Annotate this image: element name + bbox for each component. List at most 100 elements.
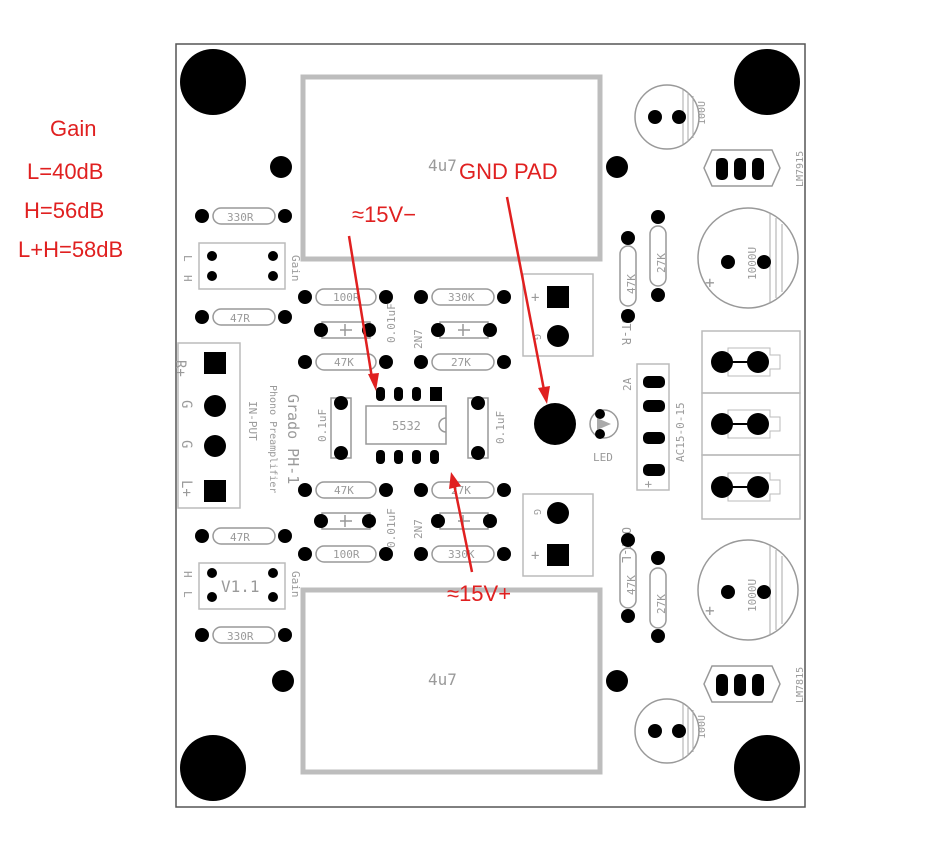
resistor-330r-top: 330R (195, 207, 292, 225)
mounting-holes (180, 49, 800, 801)
gain-h-value: H=56dB (24, 198, 105, 223)
cap-100u-top: 100U (634, 84, 708, 150)
svg-text:L: L (181, 255, 194, 262)
svg-text:27K: 27K (655, 253, 668, 273)
regulator-top: LM7915 (703, 149, 806, 187)
film-cap-bottom-label: 4u7 (428, 670, 457, 689)
output-connector-l: G + OUT-L (522, 493, 633, 577)
svg-text:+: + (531, 548, 539, 564)
resistor-27k-bottom: 27K (414, 481, 511, 499)
svg-text:27K: 27K (451, 356, 471, 369)
resistor-330r-bottom: 330R (195, 626, 292, 644)
cap-film-small-top-left (314, 321, 376, 339)
resistor-27k-right-top: 27K (649, 210, 668, 302)
film-cap-top-label: 4u7 (428, 156, 457, 175)
cap-01-left: 0.1uF (316, 396, 352, 460)
svg-text:+: + (705, 273, 715, 292)
svg-text:330R: 330R (227, 211, 254, 224)
gnd-pad-label: GND PAD (459, 159, 558, 184)
resistor-47k-bottom: 47K (298, 481, 393, 499)
svg-text:47K: 47K (334, 356, 354, 369)
cap-1000u-bottom: 1000U + (697, 539, 799, 641)
svg-text:V1.1: V1.1 (221, 577, 260, 596)
svg-text:47K: 47K (625, 575, 638, 595)
svg-text:+: + (705, 601, 715, 620)
resistor-47r-top: 47R (195, 308, 292, 326)
svg-text:L+: L+ (178, 480, 194, 497)
svg-text:LM7915: LM7915 (795, 151, 806, 187)
resistor-100r-top: 100R (298, 288, 393, 306)
svg-text:+: + (641, 481, 655, 488)
resistor-27k-top: 27K (414, 353, 511, 371)
cap-film-small-bottom-left (314, 512, 376, 530)
svg-text:G: G (531, 509, 542, 515)
svg-text:5532: 5532 (392, 419, 421, 433)
negative-rail-label: ≈15V− (352, 202, 417, 227)
svg-text:330K: 330K (448, 548, 475, 561)
svg-text:R+: R+ (172, 360, 188, 377)
svg-text:47K: 47K (334, 484, 354, 497)
annotation-arrows (347, 196, 550, 573)
svg-text:L: L (181, 591, 194, 598)
svg-text:1000U: 1000U (746, 247, 759, 280)
gain-title: Gain (50, 116, 97, 141)
svg-text:47K: 47K (625, 274, 638, 294)
svg-text:AC15-0-15: AC15-0-15 (674, 402, 687, 462)
resistor-47r-bottom: 47R (195, 527, 292, 545)
cap-001-top-label: 0.01uF (385, 303, 398, 343)
gain-selector-top: L H Gain (181, 242, 302, 290)
opamp-5532: 5532 (365, 387, 447, 464)
resistor-47k-right-bottom: 47K (619, 533, 638, 623)
svg-text:+: + (531, 290, 539, 306)
svg-text:Gain: Gain (289, 571, 302, 598)
cap-01-right: 0.1uF (467, 396, 507, 460)
film-cap-top: 4u7 (270, 74, 628, 262)
gain-l-value: L=40dB (27, 159, 104, 184)
led: LED (589, 409, 619, 464)
ac-terminal-block (701, 330, 801, 520)
svg-text:330R: 330R (227, 630, 254, 643)
svg-text:G: G (531, 334, 542, 340)
cap-100u-bottom: 100U (634, 698, 708, 764)
svg-text:100U: 100U (697, 101, 708, 125)
svg-text:LM7815: LM7815 (795, 667, 806, 703)
output-connector-r: + G OUT-R (522, 273, 633, 357)
input-connector: R+ G G L+ IN-PUT (172, 342, 259, 509)
gnd-pad (534, 403, 576, 445)
subtitle-label: Phono Preamplifier (267, 385, 278, 493)
svg-text:330K: 330K (448, 291, 475, 304)
svg-text:47R: 47R (230, 312, 250, 325)
svg-text:27K: 27K (655, 594, 668, 614)
svg-text:G: G (178, 400, 194, 408)
svg-text:IN-PUT: IN-PUT (246, 401, 259, 441)
svg-text:H: H (181, 275, 194, 282)
svg-text:2A: 2A (621, 377, 634, 391)
cap-1000u-top: 1000U + (697, 207, 799, 309)
cap-2n7-bottom-label: 2N7 (412, 519, 425, 539)
positive-rail-label: ≈15V+ (447, 581, 512, 606)
svg-text:G: G (178, 440, 194, 448)
resistor-47k-right-top: 47K (619, 231, 638, 323)
svg-text:H: H (181, 571, 194, 578)
svg-text:0.1uF: 0.1uF (316, 409, 329, 442)
svg-text:100U: 100U (697, 715, 708, 739)
svg-text:100R: 100R (333, 548, 360, 561)
svg-text:47R: 47R (230, 531, 250, 544)
resistor-100r-bottom: 100R (298, 545, 393, 563)
gain-lh-value: L+H=58dB (18, 237, 124, 262)
svg-text:Gain: Gain (289, 255, 302, 282)
svg-text:1000U: 1000U (746, 579, 759, 612)
svg-text:0.1uF: 0.1uF (494, 411, 507, 444)
resistor-330k-top: 330K (414, 288, 511, 306)
svg-text:LED: LED (593, 451, 613, 464)
cap-2n7-top-label: 2N7 (412, 329, 425, 349)
cap-001-bottom-label: 0.01uF (385, 508, 398, 548)
brand-label: Grado PH-1 (284, 394, 302, 484)
resistor-47k-top: 47K (298, 353, 393, 371)
svg-text:100R: 100R (333, 291, 360, 304)
cap-film-small-top-right (431, 321, 497, 339)
regulator-bottom: LM7815 (703, 665, 806, 703)
gain-selector-bottom: V1.1 H L Gain (181, 562, 302, 610)
ac-input-header: 2A AC15-0-15 + (621, 363, 687, 491)
